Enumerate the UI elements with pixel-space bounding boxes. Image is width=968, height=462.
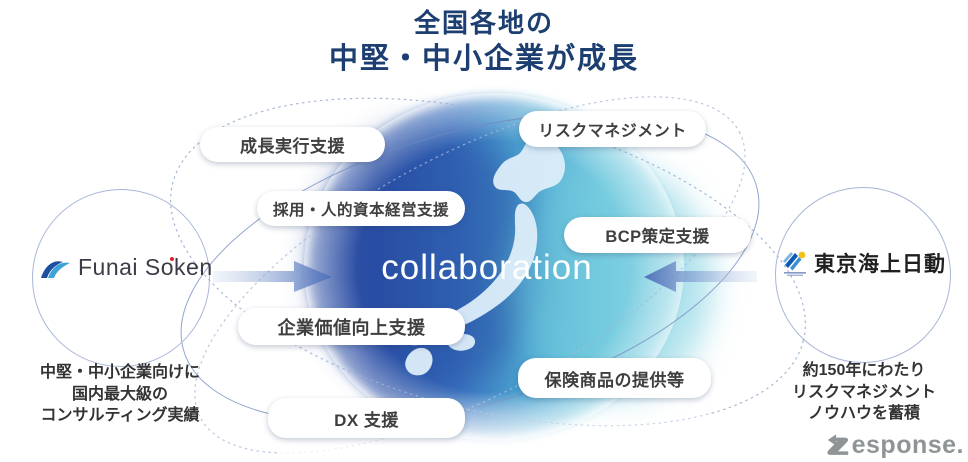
tokio-marine-logo: 東京海上日動 bbox=[782, 248, 946, 278]
title-line2: 中堅・中小企業が成長 bbox=[328, 43, 639, 76]
service-pill-dx-support: DX 支援 bbox=[268, 398, 465, 438]
tokio-marine-circle bbox=[775, 187, 951, 363]
service-pill-insurance-products: 保険商品の提供等 bbox=[518, 358, 711, 398]
service-pill-bcp-support: BCP策定支援 bbox=[564, 217, 751, 253]
tokio-marine-logo-text: 東京海上日動 bbox=[814, 253, 946, 276]
tokio-caption: 約150年にわたり リスクマネジメント ノウハウを蓄積 bbox=[754, 360, 968, 425]
tokio-caption-line2: リスクマネジメント bbox=[791, 383, 936, 401]
funai-wave-icon bbox=[41, 260, 70, 278]
service-pill-growth-support: 成長実行支援 bbox=[200, 127, 385, 162]
title-line1: 全国各地の bbox=[413, 8, 554, 38]
response-watermark-text: esponse. bbox=[851, 431, 964, 459]
funai-soken-logo-text: Funai Soken bbox=[78, 254, 213, 280]
collaboration-label: collaboration bbox=[381, 248, 593, 287]
funai-soken-circle bbox=[32, 189, 210, 367]
right-arrow-icon bbox=[644, 261, 757, 292]
service-pill-corporate-value-support: 企業価値向上支援 bbox=[238, 308, 465, 345]
funai-caption: 中堅・中小企業向けに 国内最大級の コンサルティング実績 bbox=[10, 362, 230, 427]
left-arrow-icon bbox=[213, 261, 332, 292]
funai-i-dot bbox=[170, 257, 174, 261]
response-r-icon bbox=[826, 433, 848, 455]
tokio-marine-emblem-icon bbox=[783, 251, 806, 276]
funai-caption-line3: コンサルティング実績 bbox=[40, 407, 200, 424]
tokio-caption-line1: 約150年にわたり bbox=[802, 362, 926, 379]
tokio-caption-line3: ノウハウを蓄積 bbox=[807, 405, 920, 422]
funai-soken-logo: Funai Soken bbox=[40, 254, 213, 281]
funai-caption-line1: 中堅・中小企業向けに bbox=[39, 364, 200, 381]
service-pill-hr-capital-support: 採用・人的資本経営支援 bbox=[257, 191, 465, 226]
funai-caption-line2: 国内最大級の bbox=[71, 385, 168, 403]
service-pill-risk-management: リスクマネジメント bbox=[519, 111, 706, 147]
page-title: 全国各地の 中堅・中小企業が成長 bbox=[0, 8, 968, 77]
response-watermark: esponse. bbox=[825, 431, 964, 460]
